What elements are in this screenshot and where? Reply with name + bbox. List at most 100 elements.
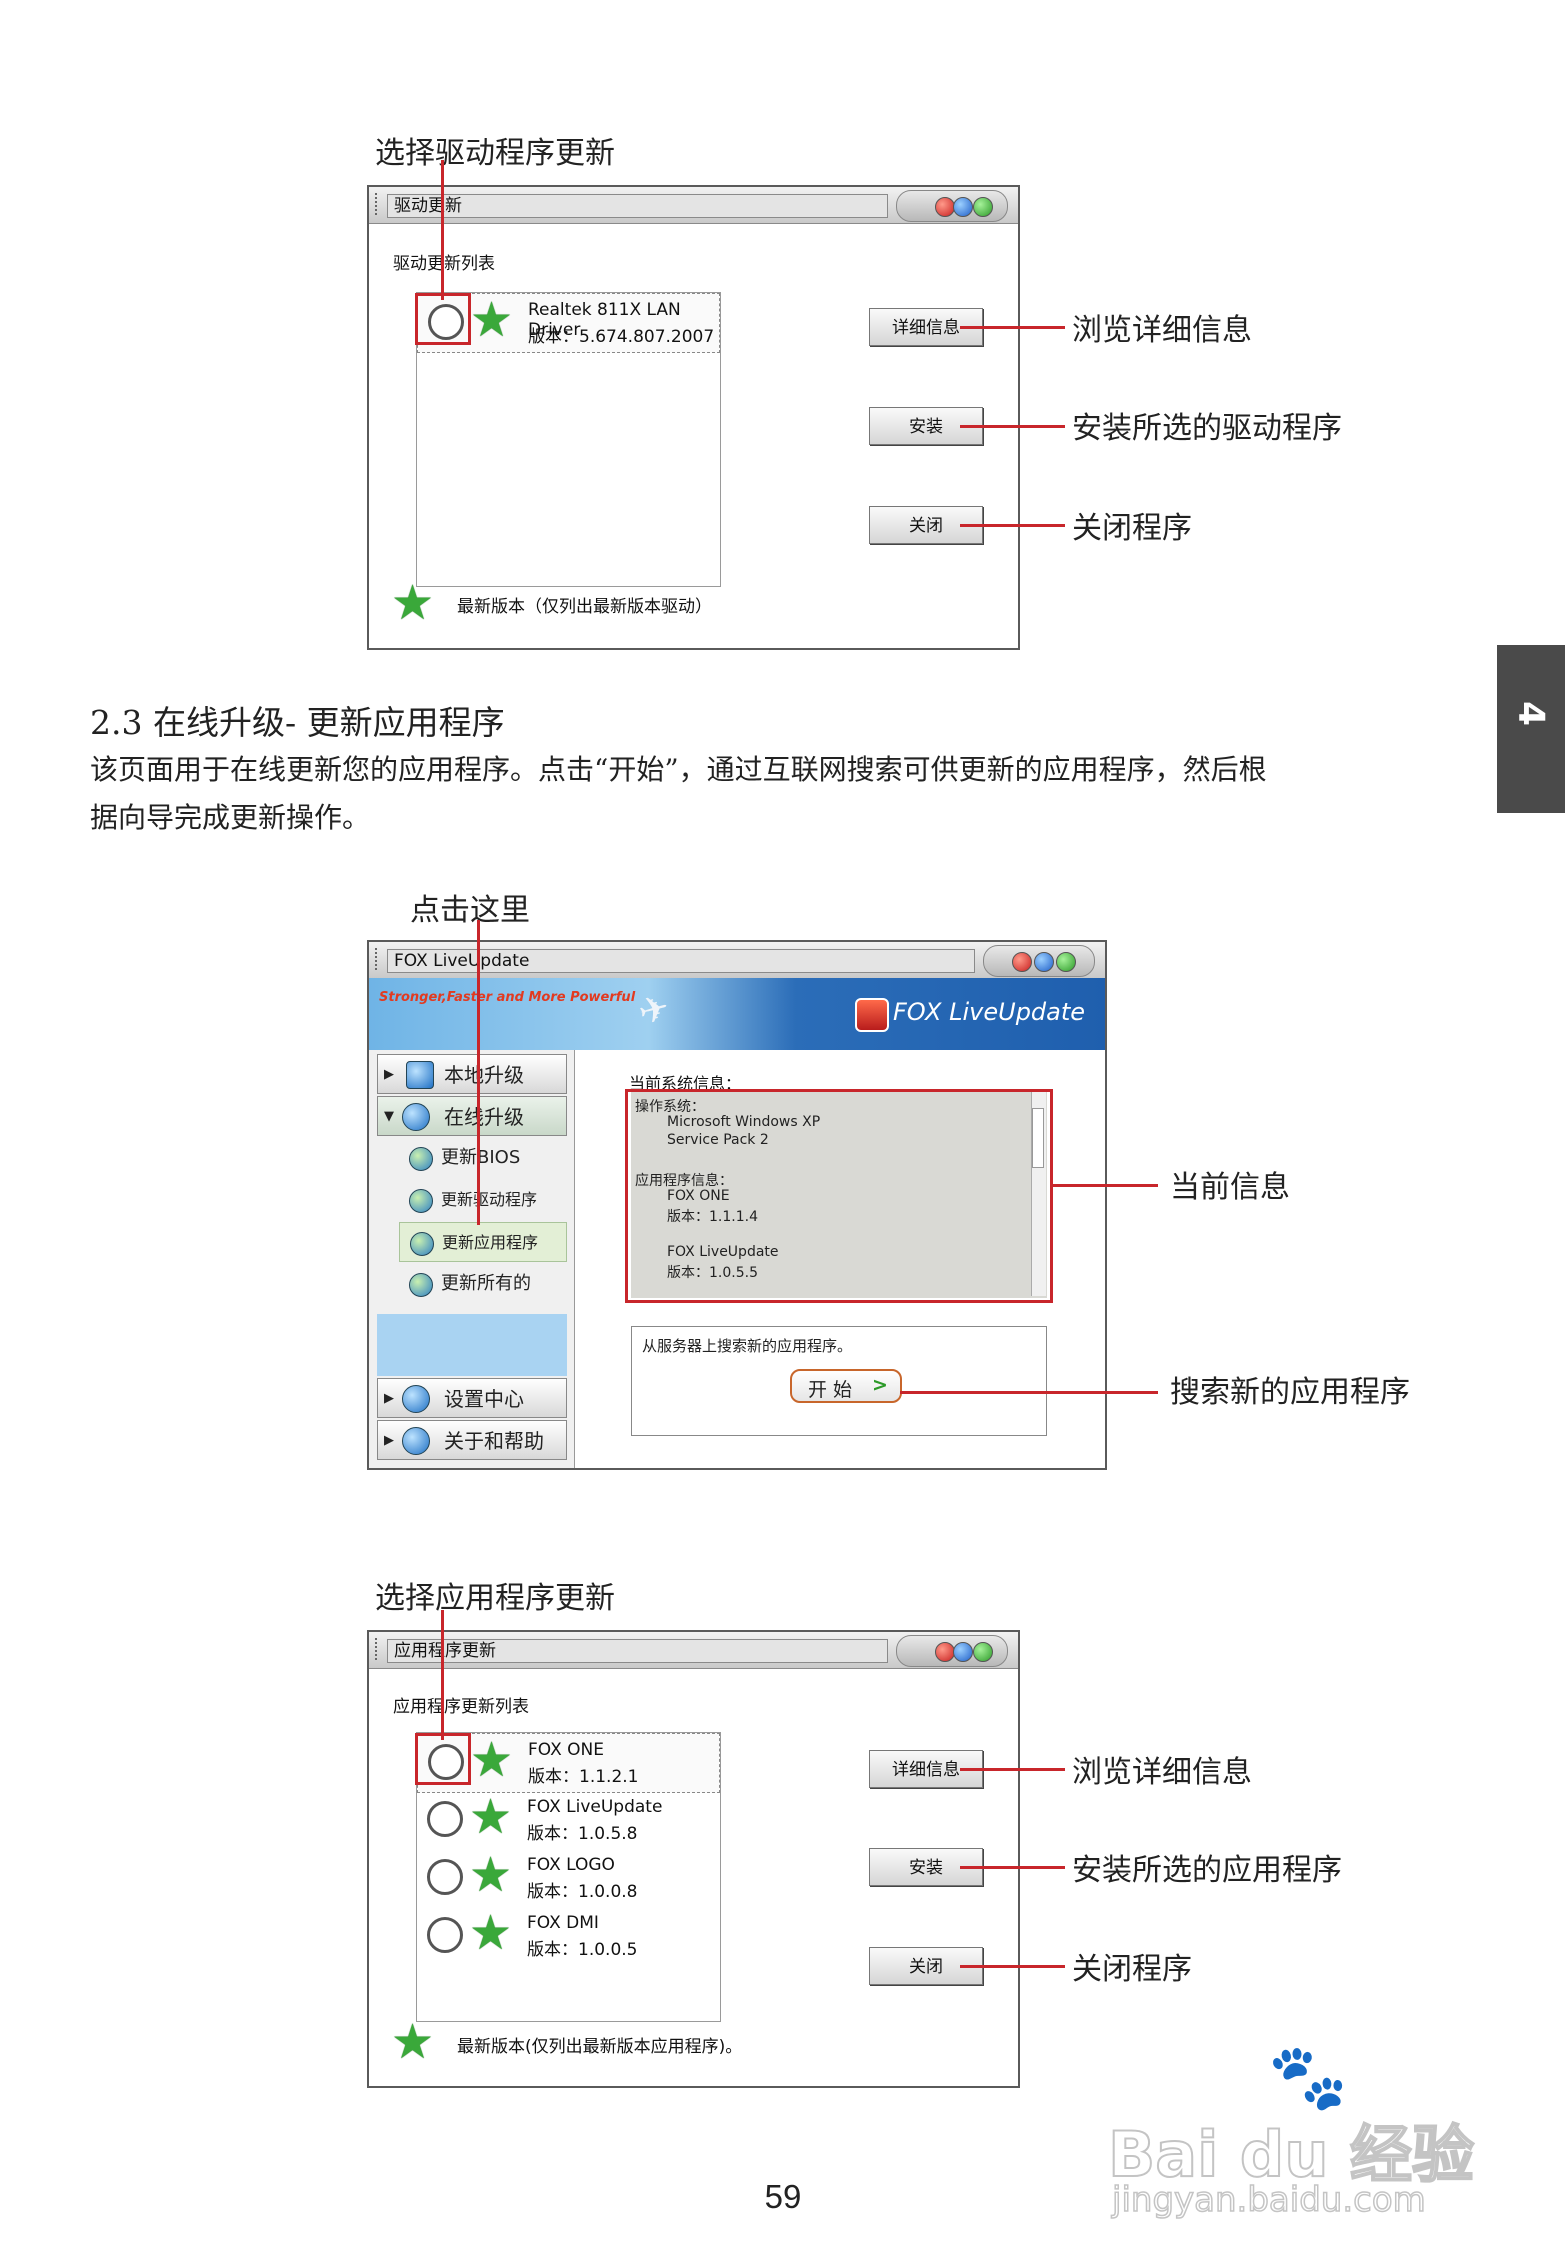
nav-local-update[interactable]: ▶ 本地升级 xyxy=(377,1054,567,1094)
window-controls xyxy=(983,945,1095,977)
chapter-tab: 4 xyxy=(1497,645,1565,813)
airplane-icon: ✈ xyxy=(634,986,674,1035)
nav-label: 更新所有的 xyxy=(441,1273,531,1294)
details-button[interactable]: 详细信息 xyxy=(869,1750,983,1788)
nav-update-bios[interactable]: 更新BIOS xyxy=(399,1138,567,1178)
app-label: 应用程序信息： xyxy=(635,1173,733,1189)
star-icon: ★ xyxy=(470,292,514,348)
nav-settings[interactable]: ▶ 设置中心 xyxy=(377,1378,567,1418)
fig3-callout-select: 选择应用程序更新 xyxy=(375,1581,615,1616)
nav-label: 更新驱动程序 xyxy=(441,1190,538,1209)
annotation-line xyxy=(960,524,1065,527)
select-radio[interactable] xyxy=(428,1744,464,1780)
annotation-line xyxy=(960,1965,1065,1968)
star-icon: ★ xyxy=(391,2014,435,2070)
nav-label: 更新应用程序 xyxy=(442,1233,539,1252)
app2-name: FOX LiveUpdate xyxy=(667,1244,779,1260)
collapse-arrow-icon: ▼ xyxy=(384,1109,394,1124)
app-update-window: 应用程序更新 应用程序更新列表 ★ FOX ONE 版本：1.1.2.1 ★ F… xyxy=(367,1630,1020,2088)
item-version: 版本：1.0.5.8 xyxy=(527,1824,638,1844)
star-icon: ★ xyxy=(469,1847,513,1903)
app1-name: FOX ONE xyxy=(667,1188,730,1204)
annotation-line xyxy=(441,1610,444,1740)
fig1-callout-install: 安装所选的驱动程序 xyxy=(1072,411,1342,446)
list-item[interactable]: ★ FOX LOGO 版本：1.0.0.8 xyxy=(417,1849,720,1907)
window-controls xyxy=(896,190,1008,222)
globe-icon xyxy=(409,1273,433,1297)
section-heading: 2.3 在线升级- 更新应用程序 xyxy=(90,703,505,742)
fig3-callout-install: 安装所选的应用程序 xyxy=(1072,1853,1342,1888)
window-title: 驱动更新 xyxy=(387,194,888,218)
local-update-icon xyxy=(406,1061,434,1089)
window-controls xyxy=(896,1635,1008,1667)
nav-about[interactable]: ▶ 关于和帮助 xyxy=(377,1420,567,1460)
select-radio[interactable] xyxy=(427,1917,463,1953)
start-label: 开 始 xyxy=(808,1379,853,1401)
os-line2: Service Pack 2 xyxy=(667,1132,769,1148)
fig1-callout-close: 关闭程序 xyxy=(1072,511,1192,546)
close-icon[interactable] xyxy=(973,197,993,217)
select-radio[interactable] xyxy=(427,1801,463,1837)
list-item[interactable]: ★ FOX ONE 版本：1.1.2.1 xyxy=(417,1733,720,1793)
item-version: 版本：1.0.0.5 xyxy=(527,1940,638,1960)
title-bar[interactable]: FOX LiveUpdate xyxy=(369,942,1105,979)
nav-update-all[interactable]: 更新所有的 xyxy=(399,1264,567,1304)
annotation-line xyxy=(1053,1184,1158,1187)
help-icon[interactable] xyxy=(1034,952,1054,972)
footer-note: 最新版本(仅列出最新版本应用程序)。 xyxy=(457,2037,743,2057)
expand-arrow-icon: ▶ xyxy=(384,1067,394,1082)
help-icon[interactable] xyxy=(953,1642,973,1662)
item-version: 版本：1.0.0.8 xyxy=(527,1882,638,1902)
globe-icon xyxy=(409,1147,433,1171)
paragraph-line2: 据向导完成更新操作。 xyxy=(90,801,371,834)
grip-icon xyxy=(375,193,385,215)
fig1-callout-select: 选择驱动程序更新 xyxy=(375,136,615,171)
brand-logo-icon xyxy=(855,998,889,1032)
nav-update-drivers[interactable]: 更新驱动程序 xyxy=(399,1180,567,1220)
scrollbar-thumb[interactable] xyxy=(1032,1108,1044,1168)
title-bar[interactable]: 驱动更新 xyxy=(369,187,1018,224)
app2-version: 版本：1.0.5.5 xyxy=(667,1265,758,1281)
fig1-callout-details: 浏览详细信息 xyxy=(1072,313,1252,348)
page-number: 59 xyxy=(764,2178,802,2215)
gear-icon xyxy=(402,1385,430,1413)
watermark: 🐾 Bai du 经验 jingyan.baidu.com xyxy=(1100,2040,1500,2230)
nav-online-update[interactable]: ▼ 在线升级 xyxy=(377,1096,567,1136)
sidebar-spacer xyxy=(377,1314,567,1376)
window-title: 应用程序更新 xyxy=(387,1639,888,1663)
globe-icon xyxy=(410,1232,434,1256)
help-icon[interactable] xyxy=(953,197,973,217)
annotation-line xyxy=(477,920,480,1225)
install-button[interactable]: 安装 xyxy=(869,1848,983,1886)
power-icon[interactable] xyxy=(1012,952,1032,972)
globe-icon xyxy=(402,1103,430,1131)
app-list[interactable]: ★ FOX ONE 版本：1.1.2.1 ★ FOX LiveUpdate 版本… xyxy=(416,1732,721,2022)
star-icon: ★ xyxy=(469,1789,513,1845)
nav-label: 更新BIOS xyxy=(441,1147,521,1168)
minimize-icon[interactable] xyxy=(935,197,955,217)
list-item[interactable]: ★ FOX DMI 版本：1.0.0.5 xyxy=(417,1907,720,1965)
annotation-box xyxy=(625,1089,1053,1303)
start-button[interactable]: 开 始 > xyxy=(790,1369,902,1403)
help-icon xyxy=(402,1427,430,1455)
fig3-callout-close: 关闭程序 xyxy=(1072,1952,1192,1987)
minimize-icon[interactable] xyxy=(935,1642,955,1662)
nav-label: 本地升级 xyxy=(444,1063,524,1087)
list-item[interactable]: ★ FOX LiveUpdate 版本：1.0.5.8 xyxy=(417,1791,720,1849)
title-bar[interactable]: 应用程序更新 xyxy=(369,1632,1018,1669)
item-name: FOX ONE xyxy=(528,1740,604,1760)
grip-icon xyxy=(375,1638,385,1660)
close-icon[interactable] xyxy=(1056,952,1076,972)
nav-update-apps[interactable]: 更新应用程序 xyxy=(399,1222,567,1262)
sysinfo-label: 当前系统信息： xyxy=(629,1074,742,1093)
expand-arrow-icon: ▶ xyxy=(384,1433,394,1448)
window-title: FOX LiveUpdate xyxy=(387,949,975,973)
fig2-callout-click: 点击这里 xyxy=(410,893,530,928)
nav-label: 关于和帮助 xyxy=(444,1429,544,1453)
item-name: FOX DMI xyxy=(527,1913,599,1933)
select-radio[interactable] xyxy=(427,1859,463,1895)
banner: Stronger,Faster and More Powerful ✈ FOX … xyxy=(369,978,1105,1050)
select-radio[interactable] xyxy=(428,304,464,340)
sysinfo-box[interactable]: 操作系统： Microsoft Windows XP Service Pack … xyxy=(631,1092,1047,1298)
close-icon[interactable] xyxy=(973,1642,993,1662)
